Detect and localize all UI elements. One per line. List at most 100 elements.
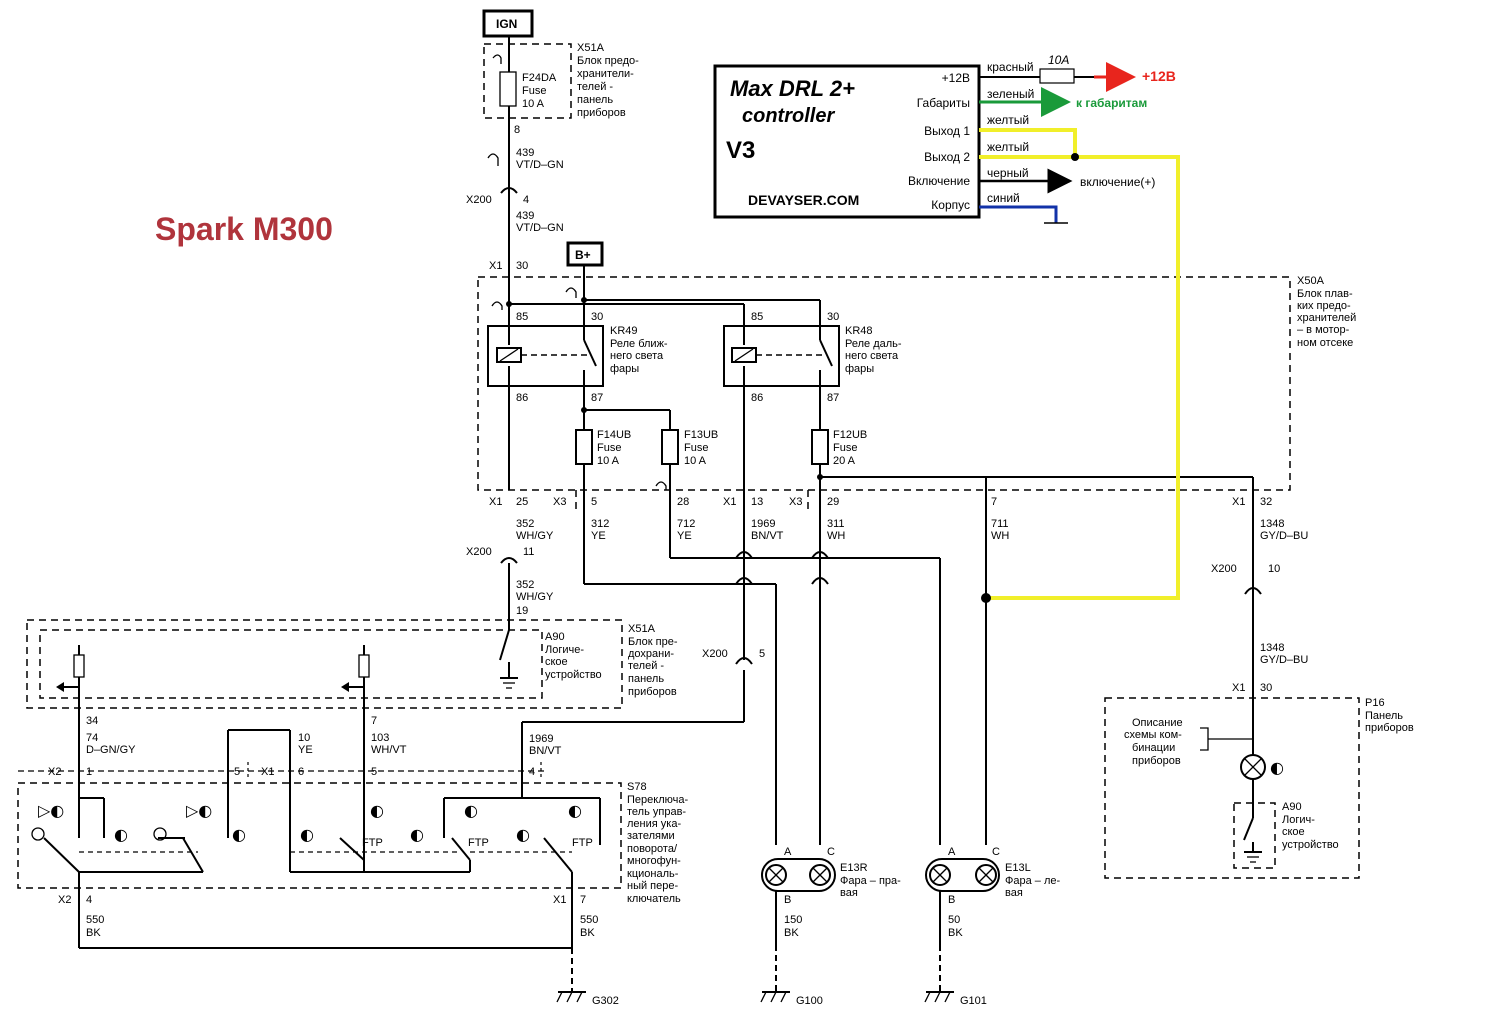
svg-text:Fuse: Fuse — [684, 442, 708, 454]
f24-pin: 8 — [514, 124, 520, 136]
controller-site: DEVAYSER.COM — [748, 192, 859, 208]
svg-text:311: 311 — [827, 518, 845, 530]
s78-desc: Переключа- тель управ- ления ука- зателя… — [627, 794, 688, 905]
svg-text:439: 439 — [516, 147, 534, 159]
svg-text:29: 29 — [827, 496, 839, 508]
svg-text:VT/D–GN: VT/D–GN — [516, 222, 564, 234]
wire-439-mid: 439 VT/D–GN — [516, 210, 564, 234]
svg-text:Fuse: Fuse — [833, 442, 857, 454]
svg-text:10: 10 — [298, 732, 310, 744]
svg-text:Фара – пра-: Фара – пра- — [840, 875, 901, 887]
svg-text:хранители-: хранители- — [577, 68, 634, 80]
a90b-id: A90 — [1282, 801, 1302, 813]
a90b-desc: Логич- ское устройство — [1282, 814, 1339, 851]
x1-30b-pin: 30 — [1260, 682, 1272, 694]
svg-text:YE: YE — [298, 744, 313, 756]
kr49-pin87: 87 — [591, 392, 603, 404]
svg-text:Блок предо-: Блок предо- — [577, 55, 639, 67]
svg-text:5: 5 — [234, 766, 240, 778]
svg-text:Выход 2: Выход 2 — [924, 150, 970, 164]
kr48-desc: Реле даль- него света фары — [845, 338, 902, 375]
x50a-desc: Блок плав- ких предо- хранителей – в мот… — [1297, 288, 1356, 349]
svg-text:439: 439 — [516, 210, 534, 222]
kr48-pin87: 87 — [827, 392, 839, 404]
svg-text:1348: 1348 — [1260, 518, 1284, 530]
svg-text:Корпус: Корпус — [931, 198, 970, 212]
s78-pin-row: X2 1 5 X1 6 5 4 — [48, 766, 535, 778]
svg-text:X1: X1 — [1232, 496, 1245, 508]
svg-text:◐: ◐ — [516, 825, 530, 844]
p16-id: P16 — [1365, 697, 1385, 709]
svg-text:Включение: Включение — [908, 174, 970, 188]
x51a-mid-desc: Блок пре- дохрани- телей - панель прибор… — [628, 636, 678, 698]
svg-text:Панель: Панель — [1365, 710, 1403, 722]
svg-text:WH/GY: WH/GY — [516, 530, 554, 542]
svg-text:ское: ское — [1282, 826, 1305, 838]
svg-text:WH/GY: WH/GY — [516, 591, 554, 603]
svg-text:желтый: желтый — [987, 113, 1029, 127]
svg-text:F13UB: F13UB — [684, 429, 718, 441]
wire-312: 312 YE — [591, 518, 609, 542]
svg-text:▷◐: ▷◐ — [38, 801, 64, 820]
s78-id: S78 — [627, 781, 647, 793]
svg-text:приборов: приборов — [577, 107, 626, 119]
svg-text:10 A: 10 A — [597, 455, 620, 467]
svg-text:+12В: +12В — [942, 71, 970, 85]
bottom-pin-row: X1 25 X3 5 28 X1 13 X3 29 7 X1 32 — [489, 496, 1272, 508]
svg-text:WH: WH — [827, 530, 845, 542]
kr48-pin86: 86 — [751, 392, 763, 404]
svg-text:ном отсеке: ном отсеке — [1297, 337, 1353, 349]
ftp-label-3: FTP — [572, 837, 593, 849]
svg-text:◐: ◐ — [114, 825, 128, 844]
svg-text:VT/D–GN: VT/D–GN — [516, 159, 564, 171]
svg-text:приборов: приборов — [1365, 722, 1414, 734]
e13r-pin-a: A — [784, 846, 792, 858]
svg-text:103: 103 — [371, 732, 389, 744]
controller-box — [713, 64, 981, 219]
svg-text:телей -: телей - — [628, 660, 664, 672]
x200-top-pin: 4 — [523, 194, 529, 206]
svg-text:150: 150 — [784, 914, 802, 926]
controller-pins: +12В Габариты Выход 1 Выход 2 Включение … — [908, 71, 970, 212]
e13l-pin-a: A — [948, 846, 956, 858]
svg-text:10 A: 10 A — [684, 455, 707, 467]
svg-text:синий: синий — [987, 191, 1020, 205]
svg-text:X1: X1 — [489, 496, 502, 508]
svg-text:устройство: устройство — [1282, 839, 1339, 851]
svg-text:X3: X3 — [553, 496, 566, 508]
x200-11-pin: 11 — [523, 546, 534, 558]
svg-text:20 A: 20 A — [833, 455, 856, 467]
e13r-desc: Фара – пра- вая — [840, 875, 901, 899]
kr48-pin30: 30 — [827, 311, 839, 323]
svg-text:13: 13 — [751, 496, 763, 508]
svg-text:550: 550 — [580, 914, 598, 926]
x200-5-pin: 5 — [759, 648, 765, 660]
svg-text:поворота/: поворота/ — [627, 843, 678, 855]
svg-text:32: 32 — [1260, 496, 1272, 508]
kr48-pin85: 85 — [751, 311, 763, 323]
controller-version: V3 — [726, 137, 755, 164]
svg-text:X1: X1 — [553, 894, 566, 906]
svg-text:352: 352 — [516, 518, 534, 530]
w74-pin: 34 — [86, 715, 98, 727]
svg-text:1969: 1969 — [751, 518, 775, 530]
a90-desc: Логиче- ское устройство — [545, 644, 602, 681]
svg-text:4: 4 — [529, 766, 535, 778]
svg-text:F12UB: F12UB — [833, 429, 867, 441]
svg-text:желтый: желтый — [987, 140, 1029, 154]
svg-text:Блок плав-: Блок плав- — [1297, 288, 1353, 300]
svg-text:BN/VT: BN/VT — [529, 745, 562, 757]
wire-352-b: 352 WH/GY 19 — [516, 579, 554, 617]
x51a-mid-id: X51A — [628, 623, 656, 635]
to-gabarit-label: к габаритам — [1076, 96, 1147, 110]
svg-text:фары: фары — [610, 363, 639, 375]
ground-g101-label: G101 — [960, 995, 987, 1007]
x200-10-pin: 10 — [1268, 563, 1280, 575]
wire-311: 311 WH — [827, 518, 845, 542]
svg-text:GY/D–BU: GY/D–BU — [1260, 530, 1308, 542]
ftp-label-1: FTP — [362, 837, 383, 849]
svg-text:GY/D–BU: GY/D–BU — [1260, 654, 1308, 666]
svg-text:controller: controller — [742, 105, 835, 127]
e13r-id: E13R — [840, 862, 868, 874]
